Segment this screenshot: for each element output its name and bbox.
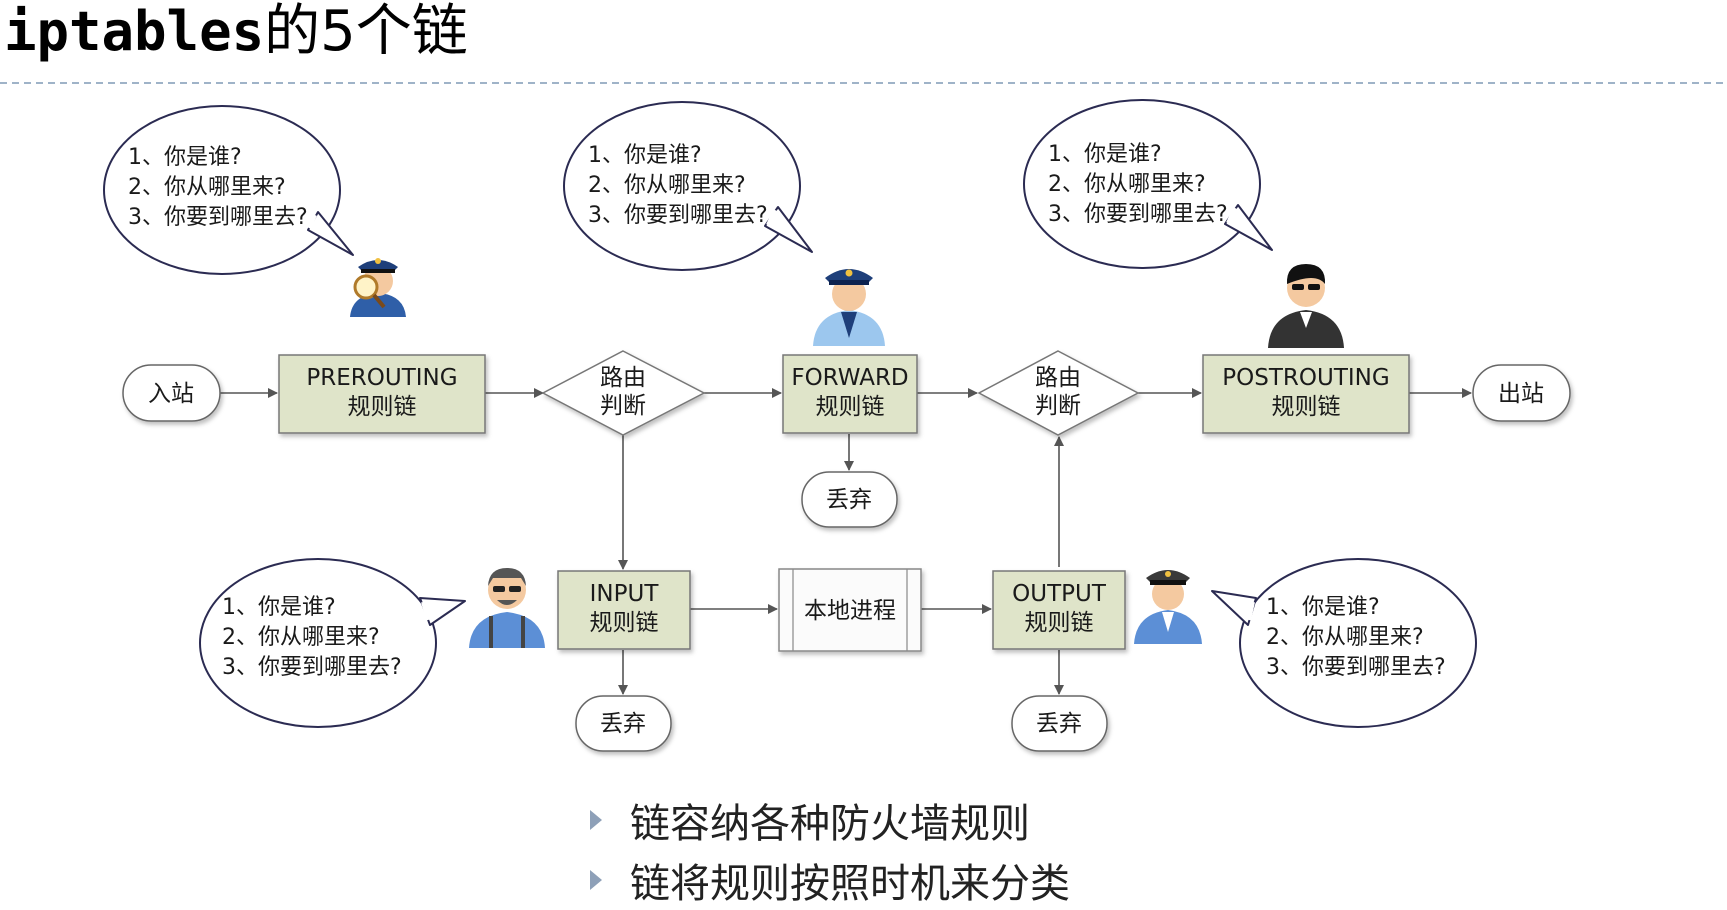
box-forward: FORWARD 规则链 [782, 354, 918, 434]
svg-text:POSTROUTING: POSTROUTING [1222, 365, 1389, 391]
speech-bubble-prerouting: 1、你是谁? 2、你从哪里来? 3、你要到哪里去? [103, 105, 354, 275]
svg-text:3、你要到哪里去?: 3、你要到哪里去? [128, 205, 308, 230]
bullet-list: 链容纳各种防火墙规则 链将规则按照时机来分类 [590, 790, 1070, 910]
bullet-item: 链容纳各种防火墙规则 [590, 790, 1070, 850]
svg-text:1、你是谁?: 1、你是谁? [222, 595, 336, 620]
svg-text:1、你是谁?: 1、你是谁? [1266, 595, 1380, 620]
svg-text:3、你要到哪里去?: 3、你要到哪里去? [1048, 202, 1228, 227]
box-output: OUTPUT 规则链 [992, 570, 1126, 650]
svg-text:入站: 入站 [148, 381, 194, 407]
svg-text:OUTPUT: OUTPUT [1012, 581, 1107, 607]
speech-bubble-forward: 1、你是谁? 2、你从哪里来? 3、你要到哪里去? [563, 101, 813, 271]
page-title: iptables的5个链 [4, 4, 468, 60]
guard-magnifier-icon [350, 258, 406, 317]
police-officer-icon [813, 269, 885, 346]
svg-text:3、你要到哪里去?: 3、你要到哪里去? [588, 203, 768, 228]
svg-text:判断: 判断 [1035, 393, 1081, 419]
svg-text:路由: 路由 [600, 365, 646, 391]
svg-text:规则链: 规则链 [590, 610, 659, 636]
svg-text:3、你要到哪里去?: 3、你要到哪里去? [1266, 655, 1446, 680]
speech-bubble-output: 1、你是谁? 2、你从哪里来? 3、你要到哪里去? [1211, 558, 1477, 728]
svg-text:2、你从哪里来?: 2、你从哪里来? [1266, 625, 1424, 650]
svg-text:路由: 路由 [1035, 365, 1081, 391]
man-glasses-icon [469, 568, 545, 648]
security-guard-sunglasses-icon [1268, 264, 1344, 348]
drop-input: 丢弃 [575, 695, 672, 752]
terminal-in: 入站 [122, 364, 221, 422]
box-prerouting: PREROUTING 规则链 [278, 354, 486, 434]
speech-bubble-postrouting: 1、你是谁? 2、你从哪里来? 3、你要到哪里去? [1023, 99, 1273, 269]
svg-text:出站: 出站 [1498, 381, 1544, 407]
svg-text:3、你要到哪里去?: 3、你要到哪里去? [222, 655, 402, 680]
box-postrouting: POSTROUTING 规则链 [1202, 354, 1410, 434]
svg-text:规则链: 规则链 [1272, 394, 1341, 420]
speech-bubble-input: 1、你是谁? 2、你从哪里来? 3、你要到哪里去? [199, 558, 466, 728]
drop-forward: 丢弃 [801, 471, 898, 528]
svg-text:判断: 判断 [600, 393, 646, 419]
decision-route-2: 路由 判断 [977, 350, 1140, 436]
svg-text:本地进程: 本地进程 [804, 598, 896, 624]
title-code: iptables [4, 0, 265, 63]
box-local-process: 本地进程 [778, 568, 922, 652]
svg-text:规则链: 规则链 [348, 394, 417, 420]
svg-text:2、你从哪里来?: 2、你从哪里来? [128, 175, 286, 200]
bullet-item: 链将规则按照时机来分类 [590, 850, 1070, 910]
bullet-triangle-icon [590, 870, 602, 890]
svg-text:2、你从哪里来?: 2、你从哪里来? [1048, 172, 1206, 197]
svg-text:规则链: 规则链 [816, 394, 885, 420]
svg-text:丢弃: 丢弃 [600, 711, 646, 737]
svg-text:PREROUTING: PREROUTING [306, 365, 457, 391]
bullet-triangle-icon [590, 810, 602, 830]
flow-arrows [220, 388, 1472, 695]
terminal-out: 出站 [1472, 364, 1571, 422]
svg-text:1、你是谁?: 1、你是谁? [128, 145, 242, 170]
bullet-text: 链将规则按照时机来分类 [630, 861, 1070, 907]
svg-text:规则链: 规则链 [1025, 610, 1094, 636]
svg-text:1、你是谁?: 1、你是谁? [1048, 142, 1162, 167]
svg-text:2、你从哪里来?: 2、你从哪里来? [222, 625, 380, 650]
title-text: 的5个链 [264, 0, 468, 64]
svg-text:FORWARD: FORWARD [791, 365, 908, 391]
decision-route-1: 路由 判断 [541, 350, 706, 436]
officer-icon [1134, 570, 1202, 644]
svg-text:1、你是谁?: 1、你是谁? [588, 143, 702, 168]
bullet-text: 链容纳各种防火墙规则 [630, 801, 1030, 847]
box-input: INPUT 规则链 [557, 570, 691, 650]
svg-text:INPUT: INPUT [590, 581, 660, 607]
svg-text:丢弃: 丢弃 [1036, 711, 1082, 737]
svg-text:丢弃: 丢弃 [826, 487, 872, 513]
drop-output: 丢弃 [1011, 695, 1108, 752]
svg-text:2、你从哪里来?: 2、你从哪里来? [588, 173, 746, 198]
